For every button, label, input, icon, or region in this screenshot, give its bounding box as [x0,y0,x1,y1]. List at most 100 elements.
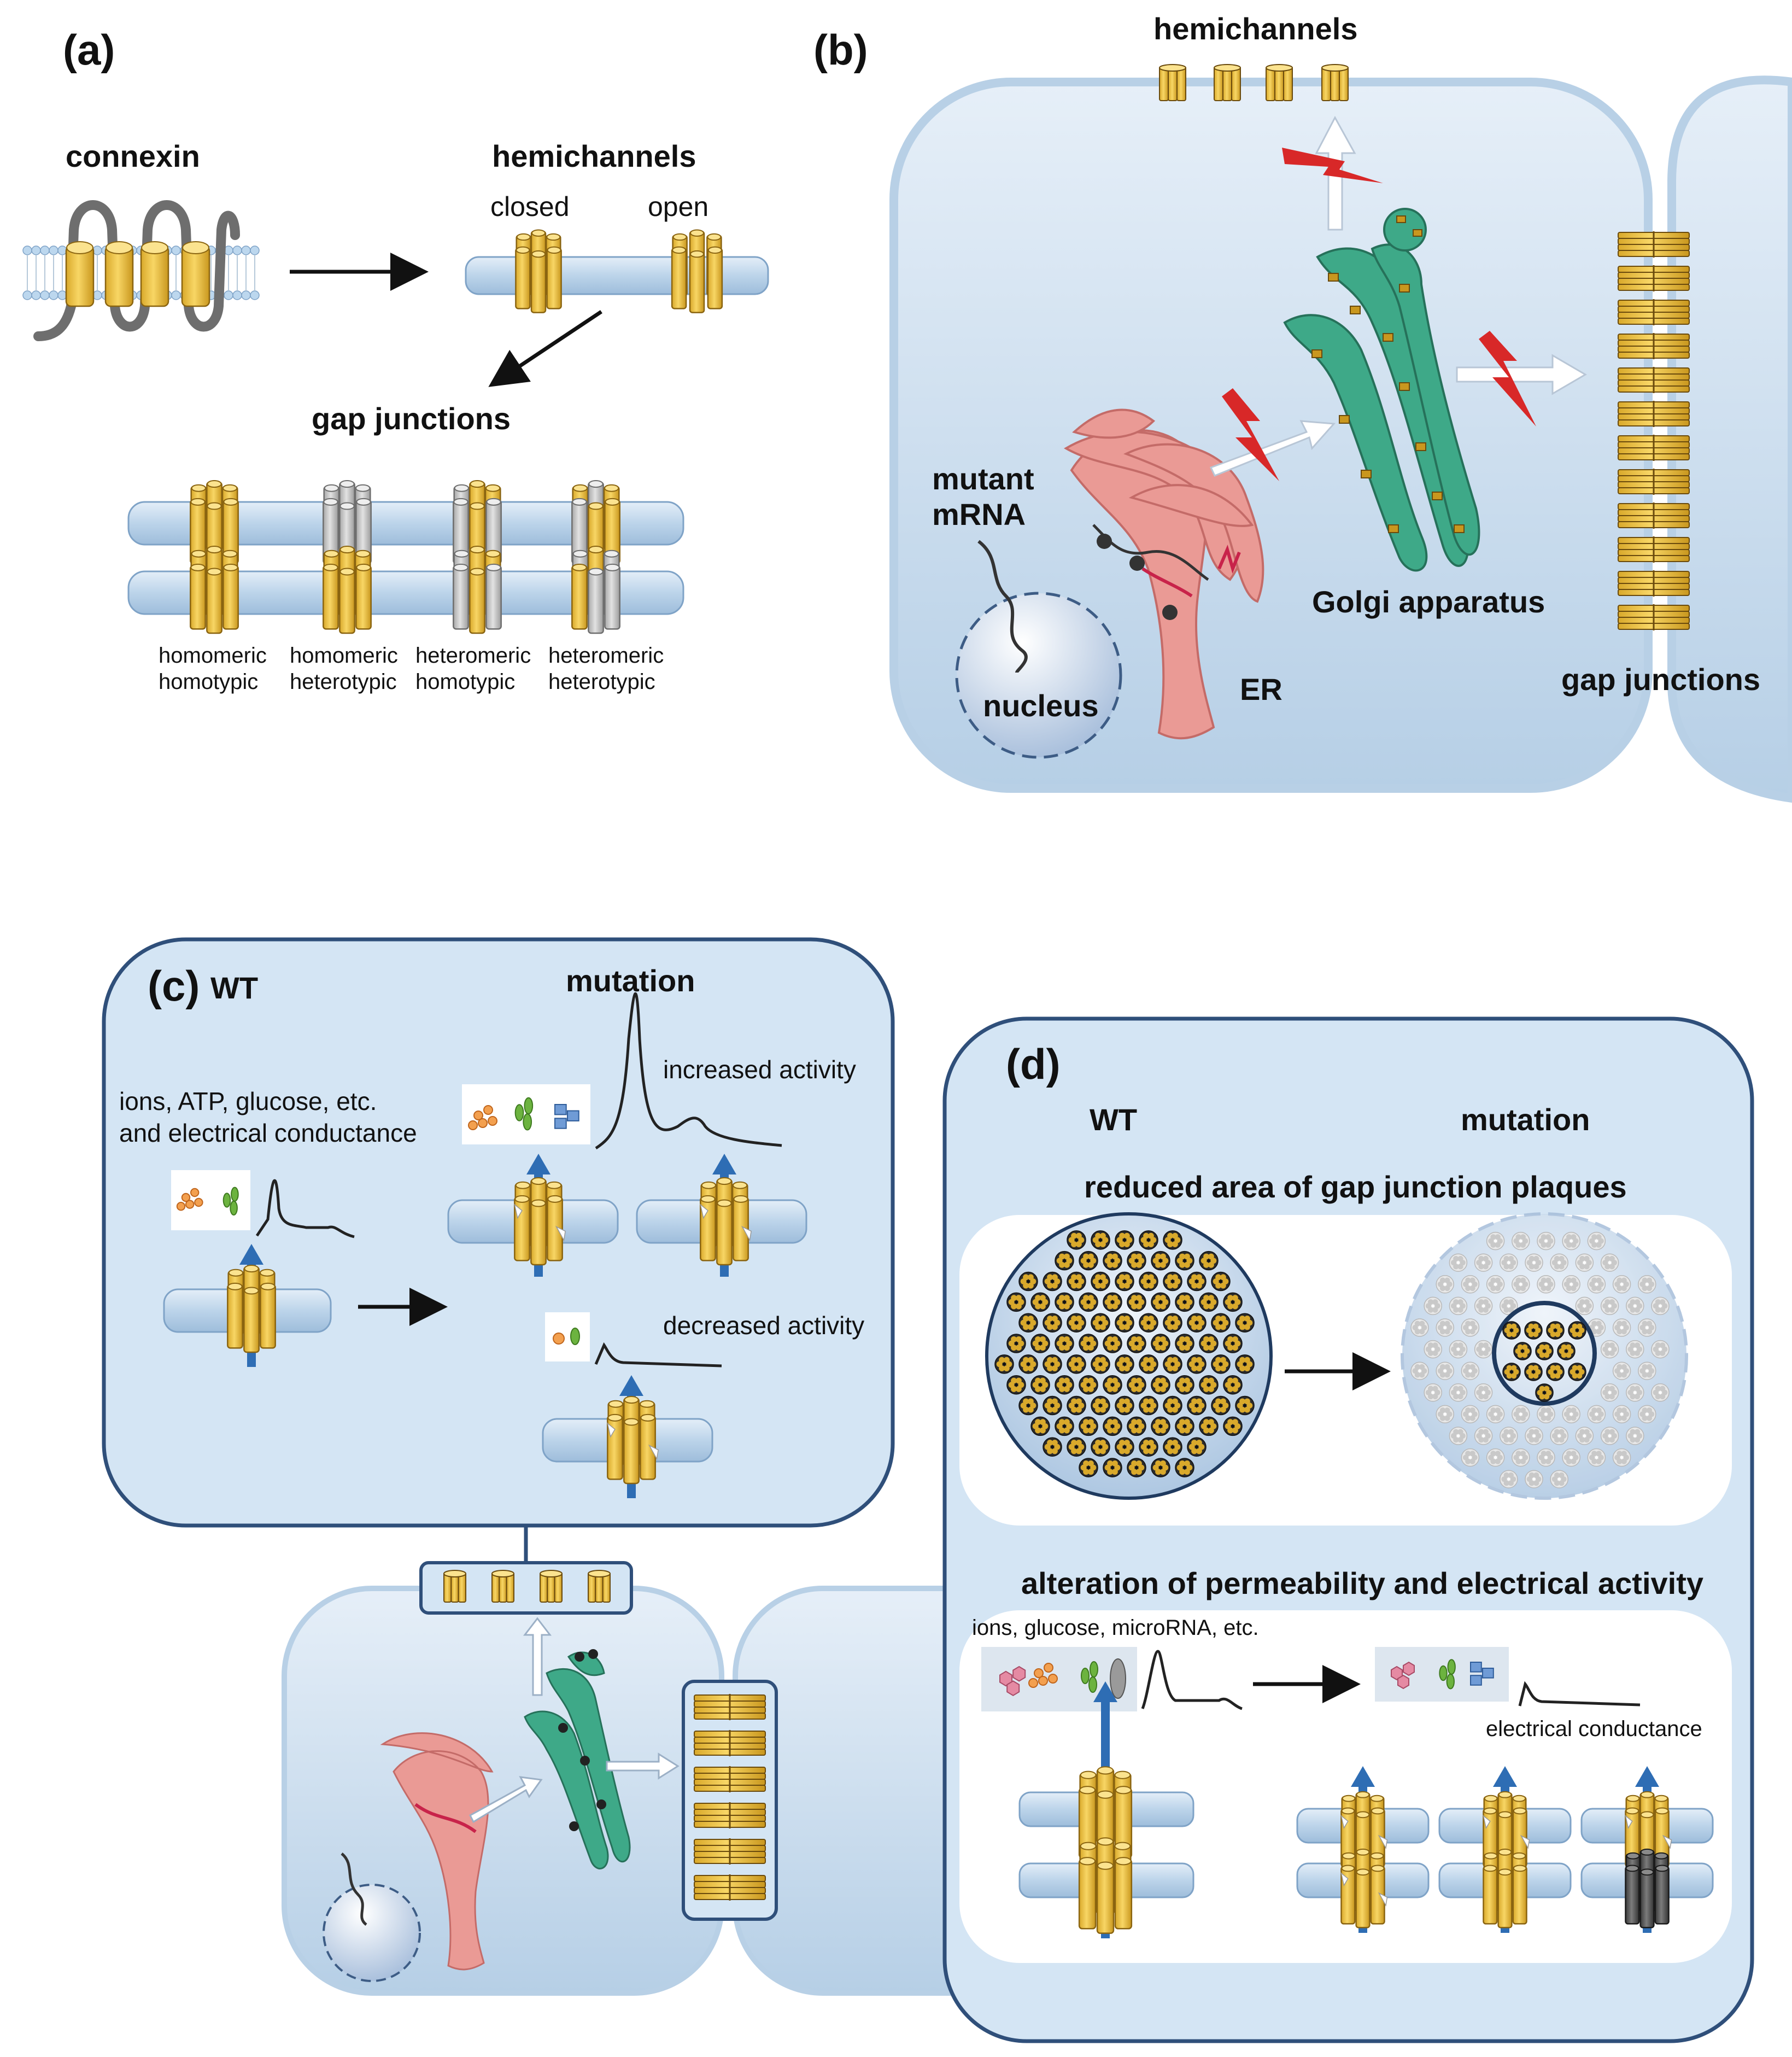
connexon-top-view [1079,1292,1098,1312]
connexon-subunit [1059,1253,1065,1260]
connexon-top-view [1103,1334,1122,1353]
connexon-top-view [1139,1395,1158,1416]
connexin-subunit [733,1195,749,1261]
connexon-subunit [1196,1365,1202,1371]
connexon-subunit [1023,1316,1029,1322]
connexon-subunit [1554,1472,1560,1479]
connexon-subunit [1232,1386,1238,1392]
subunit-top [1341,1807,1355,1815]
connexon-subunit [1655,1386,1661,1392]
connexon-subunit [1131,1377,1138,1384]
subunit-top [1625,1807,1639,1815]
connexon-top-view [1537,1405,1555,1424]
connexon-pore [1183,1424,1186,1428]
subunit-top [516,233,531,241]
subunit-top [701,1181,716,1189]
damage-mark [1378,1834,1388,1849]
connexon-subunit [1506,1365,1512,1371]
subunit-top [608,1400,623,1408]
connexon-pore [1231,1424,1234,1428]
mutant-plaque-core [1492,1301,1597,1406]
connexon-subunit [1099,1406,1106,1413]
connexon-subunit [1015,1303,1022,1310]
lipid-head [22,246,32,255]
connexon-subunit [1119,1357,1126,1363]
subunit-top [1356,1811,1370,1819]
connexon-subunit [1596,1329,1602,1335]
connexon-top-view [1235,1354,1255,1374]
connexon-subunit [1123,1324,1130,1330]
connexon-subunit [1063,1336,1070,1342]
subunit-body [1639,1869,1655,1929]
connexon-top-view [1055,1416,1074,1436]
permeability-title: alteration of permeability and electrica… [1021,1566,1703,1600]
connexon-top-view [1449,1383,1468,1402]
connexon-top-view [1067,1271,1086,1292]
hemichannel [671,229,723,313]
connexon-subunit [1196,1357,1202,1363]
gap-junction-unit [1618,401,1690,427]
surface-hemichannels-icon [1159,64,1349,101]
connexon-subunit [1107,1419,1114,1425]
connexon-subunit [1051,1316,1058,1322]
connexon-top-view [1199,1334,1219,1353]
subunit-top [223,498,238,506]
connexon-subunit [1039,1336,1046,1342]
connexon-subunit [1023,1274,1029,1281]
connexon-pore [1570,1283,1573,1286]
connexon-pore [1123,1238,1126,1242]
hemichannel [1340,1848,1388,1929]
subunit-top [1498,1811,1512,1819]
connexon-subunit [1465,1451,1471,1457]
connexon-top-view [1151,1292,1170,1312]
connexon-subunit [1469,1277,1475,1283]
connexon-top-view [1575,1296,1594,1316]
connexon-subunit [1147,1357,1154,1363]
connexin-subunit [623,1418,640,1485]
connexon-subunit [1544,1386,1550,1392]
connexon-subunit [1646,1372,1653,1378]
subunit-top [1513,1865,1527,1872]
connexon-subunit [1172,1324,1178,1330]
connexon-pore [1123,1445,1126,1448]
connexon-subunit [1646,1320,1653,1326]
connexon-subunit [1609,1264,1615,1270]
subunit-top [1342,1852,1356,1860]
lipid-head [250,246,260,255]
connexon-subunit [1604,1386,1611,1392]
connexon-top-view [1546,1321,1565,1340]
connexon-subunit [1577,1331,1583,1337]
connexon-subunit [1143,1232,1150,1239]
damage-mark [700,1203,708,1219]
decreased-activity-label: decreased activity [663,1311,864,1340]
connexon-subunit [1533,1437,1539,1443]
connexon-top-view [1500,1470,1518,1488]
subunit-top [339,480,355,488]
connexon-top-view [1091,1271,1110,1292]
connexon-top-view [1030,1292,1050,1312]
connexin-subunit [355,498,372,564]
connexon-top-view [1030,1375,1050,1395]
mini-hemichannel [1321,64,1349,101]
hemichannel [700,1177,752,1266]
connexon-subunit [1107,1295,1114,1301]
subunit-top [516,246,530,254]
subunit-top [1655,1807,1669,1815]
connexon-top-view [1211,1395,1231,1416]
connexon-pore [1544,1240,1548,1243]
subunit-top [453,563,469,571]
subunit-body [671,248,687,309]
connexon-subunit [1059,1336,1065,1342]
connexon-subunit [1541,1277,1547,1283]
connexon-top-view [1587,1231,1606,1250]
connexon-subunit [1604,1342,1611,1348]
connexon-subunit [1075,1398,1082,1405]
connexon-subunit [1239,1357,1246,1363]
connexon-subunit [1071,1232,1077,1239]
connexon-subunit [1184,1469,1190,1475]
subunit-top [531,1199,546,1207]
connexon-pore [1456,1261,1460,1264]
connexon-pore [1027,1363,1030,1366]
connexin-subunit [607,1413,623,1480]
connexon-subunit [1015,1386,1022,1392]
